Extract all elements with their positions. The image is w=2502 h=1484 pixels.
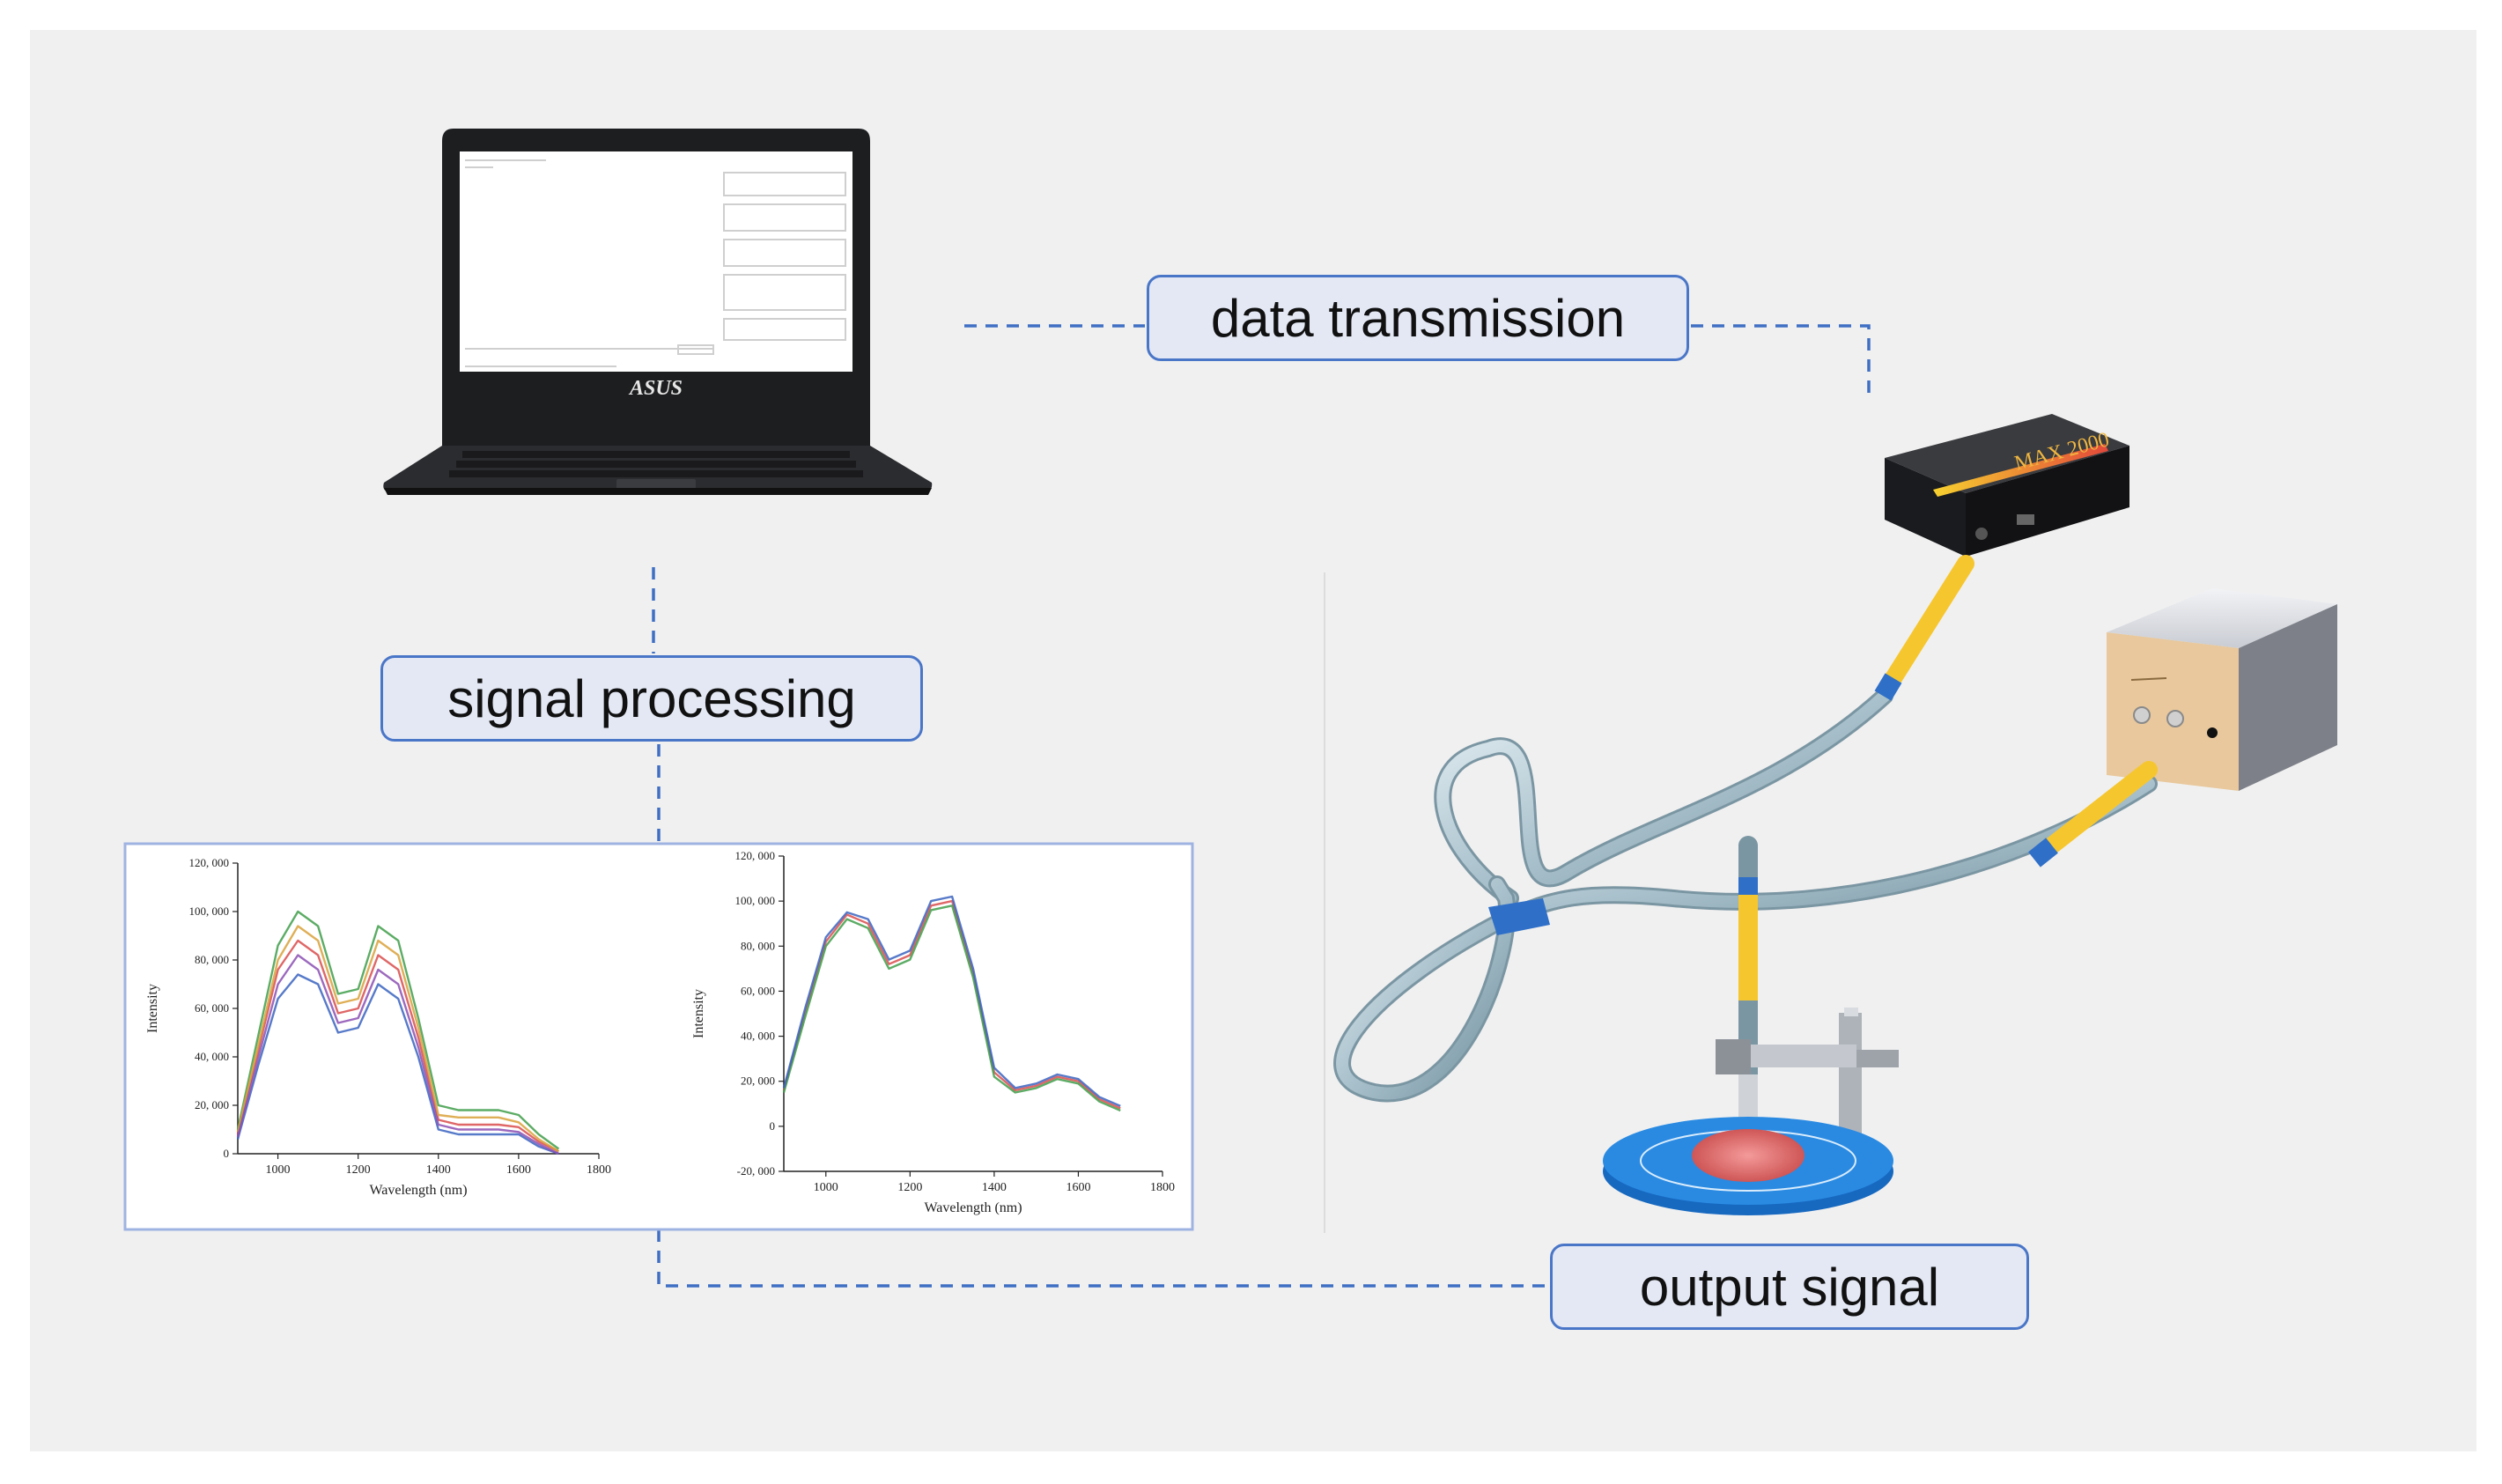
y-tick-label: 60, 000: [195, 1001, 229, 1015]
y-tick-label: 120, 000: [735, 849, 776, 862]
x-tick-label: 1400: [426, 1163, 451, 1177]
preprocessed-spectra-chart: 1000 1200 1400 1600 1800 -20, 000 0 20, 000 40, …: [691, 849, 1175, 1215]
probe-holder: [1716, 1008, 1899, 1150]
spectrum-line: [782, 899, 1121, 1110]
spectrum-line: [236, 939, 559, 1153]
light-source-knob-icon: [2133, 706, 2151, 724]
spectrum-line: [782, 895, 1121, 1107]
spectrum-line: [236, 910, 560, 1150]
laptop-screen: [460, 151, 852, 372]
laptop-brand-logo: ASUS: [628, 377, 683, 400]
x-tick-label: 1000: [814, 1181, 838, 1194]
spectrometer-front-right: [1966, 446, 2129, 557]
y-tick-label: 100, 000: [735, 894, 776, 907]
x-tick-label: 1800: [1150, 1181, 1175, 1194]
spectrometer-accent-strip: [1933, 444, 2108, 497]
connector-label-to-spectrometer: [1691, 324, 1871, 396]
x-tick-label: 1600: [506, 1163, 531, 1177]
x-tick-label: 1000: [266, 1163, 291, 1177]
fiber-splitter: [1488, 898, 1550, 935]
spectrum-line: [236, 954, 559, 1155]
laptop-base-edge: [384, 488, 932, 495]
y-tick-label: 40, 000: [741, 1030, 775, 1043]
y-tick-label: 20, 000: [195, 1098, 229, 1111]
light-source-side: [2239, 604, 2337, 791]
x-tick-label: 1400: [982, 1181, 1007, 1194]
spectrum-line: [236, 925, 560, 1153]
y-tick-label: 100, 000: [189, 904, 230, 918]
y-tick-label: 80, 000: [741, 939, 775, 952]
light-source-port-icon: [2207, 727, 2218, 738]
raw-spectra-chart: 1000 1200 1400 1600 1800 0 20, 000 40, 000 60, 0…: [145, 856, 611, 1198]
spectrometer-port-icon: [1975, 528, 1988, 540]
data-transmission-label: data transmission: [1147, 275, 1689, 361]
y-axis-title: Intensity: [145, 984, 160, 1033]
x-tick-label: 1600: [1066, 1181, 1090, 1194]
x-axis-title: Wavelength (nm): [369, 1183, 467, 1198]
laptop-keyboard-keys: [449, 451, 863, 477]
spectra-panel: [123, 842, 1194, 1231]
spectrum-line: [782, 904, 1121, 1112]
light-source-illustration: [2107, 588, 2337, 791]
y-tick-label: -20, 000: [737, 1164, 775, 1178]
y-tick-label: 120, 000: [189, 856, 230, 869]
output-signal-label: output signal: [1550, 1244, 2029, 1330]
spectrometer-usb-icon: [2017, 514, 2034, 525]
x-tick-label: 1200: [897, 1181, 922, 1194]
signal-processing-label: signal processing: [380, 655, 923, 742]
y-tick-label: 40, 000: [195, 1050, 229, 1063]
light-source-top: [2107, 588, 2337, 648]
light-source-knob-icon: [2166, 710, 2184, 727]
spectrometer-illustration: MAX 2000: [1885, 414, 2129, 557]
y-tick-label: 60, 000: [741, 984, 775, 997]
y-tick-label: 0: [224, 1147, 230, 1160]
y-tick-label: 80, 000: [195, 953, 229, 966]
x-tick-label: 1200: [346, 1163, 371, 1177]
fiber-connectors: [1488, 555, 2158, 1000]
connector-lines: [652, 324, 1871, 1288]
x-tick-label: 1800: [587, 1163, 611, 1177]
laptop-touchpad: [616, 479, 696, 490]
x-axis-title: Wavelength (nm): [924, 1200, 1022, 1215]
spectrometer-top: [1885, 414, 2129, 493]
y-axis-title: Intensity: [691, 989, 706, 1038]
meat-sample: [1692, 1129, 1805, 1182]
y-tick-label: 20, 000: [741, 1074, 775, 1088]
laptop-illustration: ASUS: [383, 129, 933, 495]
spectrometer-front-left: [1885, 458, 1966, 557]
spectrum-line: [236, 973, 559, 1155]
sample-stage: [1603, 1117, 1893, 1215]
screen-software-ui: [465, 159, 846, 367]
y-tick-label: 0: [770, 1119, 776, 1133]
